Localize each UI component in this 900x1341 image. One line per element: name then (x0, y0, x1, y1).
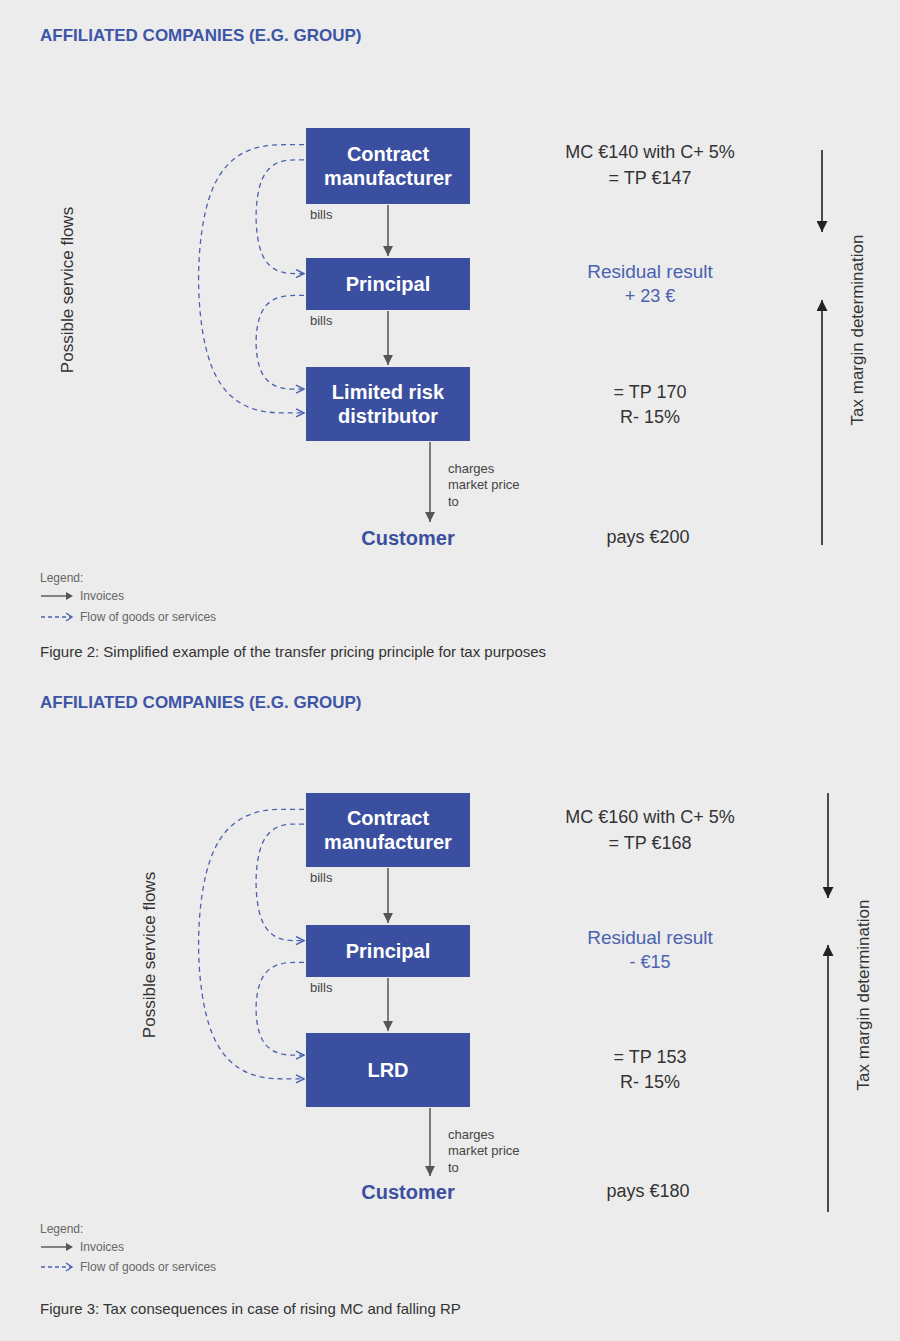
edge-label: bills (310, 870, 332, 886)
up-arrow (827, 945, 829, 1212)
legend-text: Invoices (80, 589, 124, 603)
legend-text: Invoices (80, 1240, 124, 1254)
solid-arrow-sample (40, 591, 74, 601)
company-box: Contract manufacturer (306, 793, 470, 867)
value-note: = TP 170 (614, 382, 687, 403)
value-note: = TP 153 (614, 1047, 687, 1068)
side-caption: Possible service flows (140, 872, 160, 1038)
figure-caption: Figure 3: Tax consequences in case of ri… (40, 1300, 461, 1317)
company-box: Contract manufacturer (306, 128, 470, 204)
edge-label: charges market price to (448, 1127, 520, 1176)
company-box: Limited risk distributor (306, 367, 470, 441)
company-box: Principal (306, 925, 470, 977)
service-flow-arrow (256, 160, 304, 274)
value-note: pays €200 (606, 527, 689, 548)
side-caption: Tax margin determination (848, 235, 868, 426)
legend-row: Invoices (40, 589, 124, 603)
result-note: Residual result (587, 261, 713, 283)
value-note: R- 15% (620, 407, 680, 428)
dashed-arrow-sample (40, 1262, 74, 1272)
invoice-arrow (387, 311, 389, 365)
legend-heading: Legend: (40, 571, 83, 585)
service-flow-arrow (256, 962, 304, 1055)
customer-node: Customer (360, 524, 456, 552)
edge-label: bills (310, 207, 332, 223)
edge-label: charges market price to (448, 461, 520, 510)
value-note: = TP €168 (609, 833, 692, 854)
service-flow-arrow (199, 809, 304, 1079)
value-note: MC €140 with C+ 5% (565, 142, 735, 163)
invoice-arrow (387, 978, 389, 1031)
figure-heading: AFFILIATED COMPANIES (E.G. GROUP) (40, 26, 361, 46)
node-text: Customer (361, 1181, 454, 1204)
legend-row: Flow of goods or services (40, 1260, 216, 1274)
node-text: Contract manufacturer (316, 142, 460, 190)
result-value: - €15 (629, 952, 670, 973)
service-flow-arrow (256, 824, 304, 941)
legend-text: Flow of goods or services (80, 610, 216, 624)
node-text: Principal (346, 939, 430, 963)
tax-margin-arrows (822, 150, 828, 1212)
figure-heading: AFFILIATED COMPANIES (E.G. GROUP) (40, 693, 361, 713)
service-flow-arrow (199, 145, 304, 413)
node-text: Principal (346, 272, 430, 296)
result-value: + 23 € (625, 286, 676, 307)
node-text: Contract manufacturer (316, 806, 460, 854)
node-text: Customer (361, 527, 454, 550)
legend-text: Flow of goods or services (80, 1260, 216, 1274)
dashed-arrow-sample (40, 612, 74, 622)
edge-label: bills (310, 313, 332, 329)
legend-row: Flow of goods or services (40, 610, 216, 624)
invoice-arrow (429, 442, 431, 522)
company-box: LRD (306, 1033, 470, 1107)
value-note: = TP €147 (609, 168, 692, 189)
invoice-arrow (387, 868, 389, 923)
node-text: Limited risk distributor (316, 380, 460, 428)
legend-row: Invoices (40, 1240, 124, 1254)
invoice-arrow (387, 205, 389, 256)
value-note: R- 15% (620, 1072, 680, 1093)
down-arrow (821, 150, 823, 232)
up-arrow (821, 300, 823, 545)
figure-caption: Figure 2: Simplified example of the tran… (40, 643, 546, 660)
solid-arrow-sample (40, 1242, 74, 1252)
down-arrow (827, 793, 829, 898)
legend-heading: Legend: (40, 1222, 83, 1236)
edge-label: bills (310, 980, 332, 996)
value-note: pays €180 (606, 1181, 689, 1202)
company-box: Principal (306, 258, 470, 310)
node-text: LRD (367, 1058, 408, 1082)
side-caption: Tax margin determination (854, 900, 874, 1091)
invoice-arrow (429, 1108, 431, 1176)
customer-node: Customer (360, 1178, 456, 1206)
service-flow-arrow (256, 295, 304, 389)
side-caption: Possible service flows (58, 207, 78, 373)
value-note: MC €160 with C+ 5% (565, 807, 735, 828)
result-note: Residual result (587, 927, 713, 949)
